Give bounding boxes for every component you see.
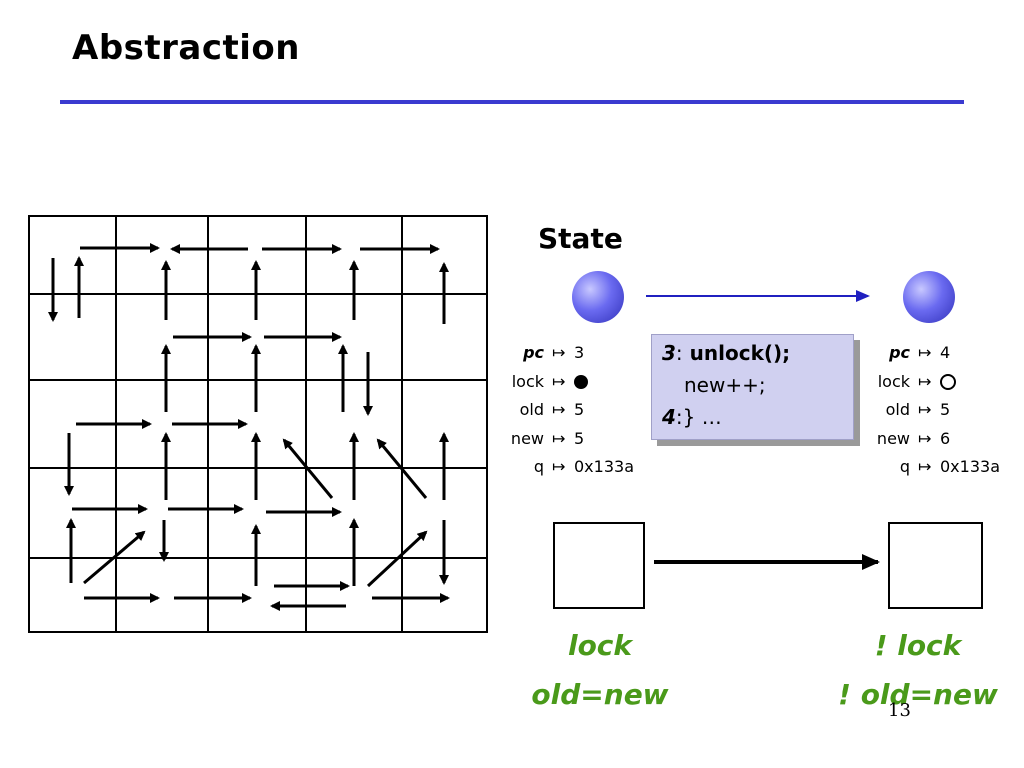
var-value: 6 <box>940 428 951 448</box>
code-snippet-box: 3: unlock(); new++; 4:} … <box>651 334 854 440</box>
page-number: 13 <box>888 700 911 721</box>
maps-to-symbol: ↦ <box>552 400 566 419</box>
code-line-1: 3: unlock(); <box>662 337 853 369</box>
var-name: pc <box>523 343 544 362</box>
predicate-lock: lock <box>567 629 633 662</box>
var-name: new <box>876 428 910 448</box>
state-node-right <box>903 271 955 323</box>
transition-arrow <box>282 438 334 499</box>
transition-arrows <box>48 243 450 611</box>
var-value: 0x133a <box>574 457 634 476</box>
line-separator: : <box>675 341 683 365</box>
code-text: unlock(); <box>682 341 791 365</box>
maps-to-symbol: ↦ <box>918 457 932 476</box>
predicate-old-eq-new: old=new <box>531 678 669 711</box>
filled-circle-icon <box>574 375 588 389</box>
var-value: 3 <box>574 343 585 362</box>
maps-to-symbol: ↦ <box>918 428 932 448</box>
var-name: old <box>519 400 544 419</box>
maps-to-symbol: ↦ <box>918 371 932 391</box>
var-name: lock <box>877 371 910 391</box>
state-node-left <box>572 271 624 323</box>
line-number: 3 <box>662 341 676 365</box>
abstract-state-box-right <box>888 522 983 609</box>
maps-to-symbol: ↦ <box>918 400 932 419</box>
var-name: q <box>899 457 910 476</box>
var-value: 0x133a <box>940 457 1000 476</box>
var-name: old <box>885 400 910 419</box>
code-line-3: 4:} … <box>662 401 853 433</box>
predicate-not-old-eq-new: ! old=new <box>838 678 998 711</box>
maps-to-symbol: ↦ <box>918 343 932 362</box>
maps-to-symbol: ↦ <box>552 371 566 391</box>
right-predicates: ! lock ! old=new <box>832 621 1004 719</box>
var-value: 5 <box>574 428 585 448</box>
var-value: 4 <box>940 343 951 362</box>
code-text: new++; <box>684 373 766 397</box>
slide-title: Abstraction <box>72 28 300 68</box>
var-value: 5 <box>940 400 951 419</box>
state-label: State <box>538 222 623 255</box>
var-name: lock <box>511 371 544 391</box>
code-text: :} … <box>675 405 722 429</box>
transition-arrow <box>83 530 146 585</box>
left-predicates: lock old=new <box>520 621 680 719</box>
transition-arrow <box>376 438 428 499</box>
maps-to-symbol: ↦ <box>552 428 566 448</box>
title-underline <box>60 100 964 104</box>
abstract-state-box-left <box>553 522 645 609</box>
code-line-2: new++; <box>662 369 853 401</box>
var-name: new <box>510 428 544 448</box>
maps-to-symbol: ↦ <box>552 457 566 476</box>
var-name: q <box>533 457 544 476</box>
transition-arrow <box>366 530 428 588</box>
var-value: 5 <box>574 400 585 419</box>
open-circle-icon <box>940 374 956 390</box>
predicate-not-lock: ! lock <box>874 629 962 662</box>
maps-to-symbol: ↦ <box>552 343 566 362</box>
var-name: pc <box>889 343 910 362</box>
line-number: 4 <box>662 405 676 429</box>
